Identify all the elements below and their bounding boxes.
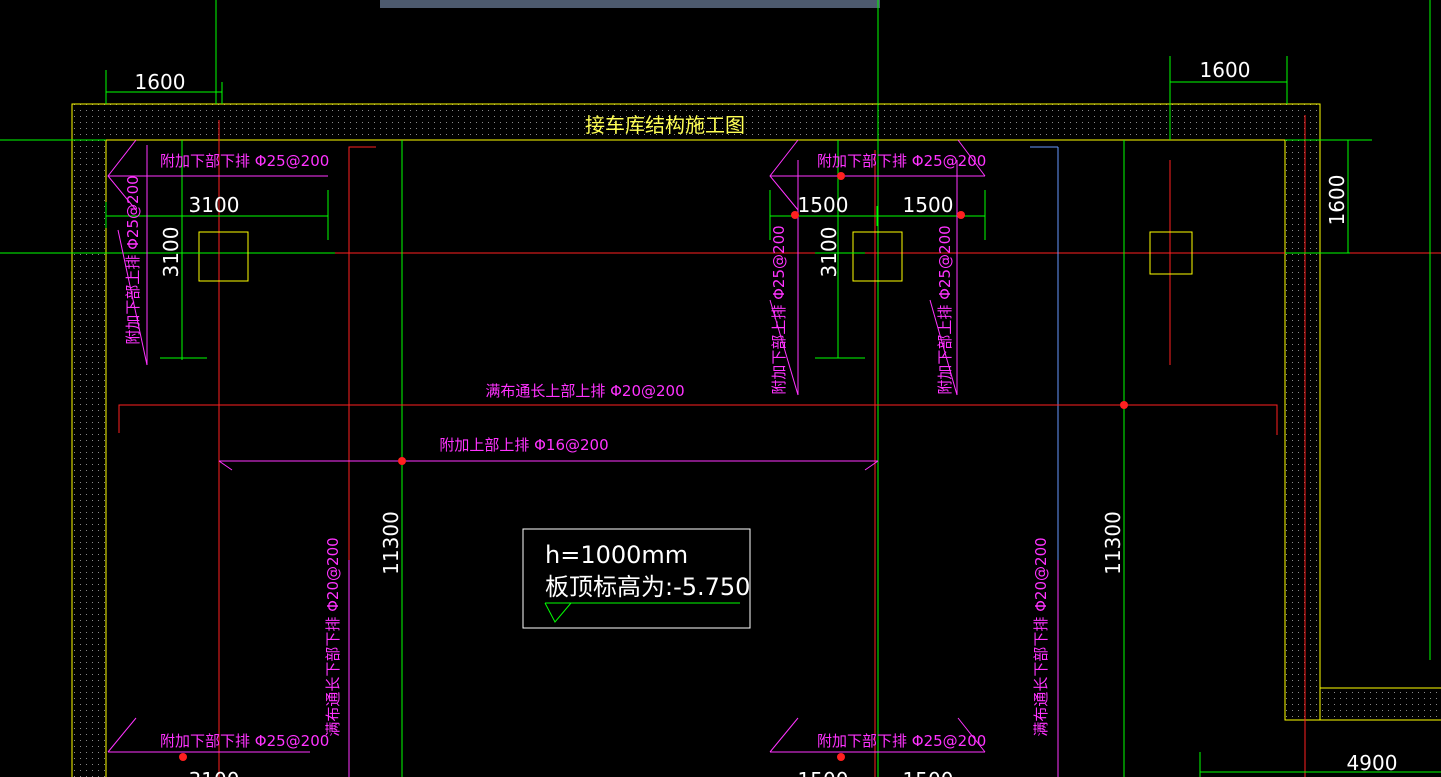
marker-dot bbox=[1120, 401, 1128, 409]
label-extra-bottom-top-mid: 附加下部下排 Φ25@200 bbox=[817, 152, 986, 170]
slab-elevation-text: 板顶标高为:-5.750 bbox=[545, 573, 750, 601]
label-extra-upper-vertical-left: 附加下部上排 Φ25@200 bbox=[124, 175, 142, 344]
label-extra-bottom-top-left: 附加下部下排 Φ25@200 bbox=[160, 152, 329, 170]
dimension-labels: 1600 1600 1600 3100 3100 3100 1500 1500 … bbox=[135, 58, 1398, 777]
marker-dot bbox=[791, 211, 799, 219]
dimension-lines bbox=[105, 56, 1441, 777]
label-extra-upper-vertical-mid1: 附加下部上排 Φ25@200 bbox=[770, 225, 788, 394]
marker-dot bbox=[837, 172, 845, 180]
dim-3100-vertical-mid: 3100 bbox=[817, 227, 841, 278]
drawing-title: 接车库结构施工图 bbox=[585, 113, 745, 137]
marker-dot bbox=[398, 457, 406, 465]
elevation-symbol bbox=[544, 602, 740, 623]
columns bbox=[198, 231, 1193, 282]
dim-1600-top-left: 1600 bbox=[135, 70, 186, 94]
label-extra-upper-vertical-mid2: 附加下部上排 Φ25@200 bbox=[936, 225, 954, 394]
dim-4900: 4900 bbox=[1347, 751, 1398, 775]
slab-border-hatch bbox=[71, 103, 1441, 777]
dim-1600-vertical-right: 1600 bbox=[1325, 175, 1349, 226]
slab-thickness-text: h=1000mm bbox=[545, 541, 688, 569]
dim-1500-left: 1500 bbox=[798, 193, 849, 217]
dim-1500-bottom-left: 1500 bbox=[798, 768, 849, 777]
marker-dot bbox=[957, 211, 965, 219]
marker-dot bbox=[837, 753, 845, 761]
dim-3100-bottom: 3100 bbox=[189, 768, 240, 777]
dim-3100-horizontal: 3100 bbox=[189, 193, 240, 217]
label-full-long-top-upper: 满布通长上部上排 Φ20@200 bbox=[485, 382, 684, 400]
label-extra-bottom-bottom-left: 附加下部下排 Φ25@200 bbox=[160, 732, 329, 750]
rebar-markers bbox=[179, 172, 1128, 761]
dim-11300-right: 11300 bbox=[1101, 511, 1125, 575]
dim-3100-vertical-left: 3100 bbox=[159, 227, 183, 278]
marker-dot bbox=[179, 753, 187, 761]
label-extra-bottom-bottom-mid: 附加下部下排 Φ25@200 bbox=[817, 732, 986, 750]
rebar-labels: 附加下部下排 Φ25@200 附加下部下排 Φ25@200 附加下部下排 Φ25… bbox=[124, 152, 1050, 750]
dim-1500-bottom-right: 1500 bbox=[903, 768, 954, 777]
dim-1500-right: 1500 bbox=[903, 193, 954, 217]
label-full-long-bottom-lower-left: 满布通长下部下排 Φ20@200 bbox=[324, 537, 342, 736]
label-full-long-bottom-lower-right: 满布通长下部下排 Φ20@200 bbox=[1032, 537, 1050, 736]
slab-note-box: h=1000mm 板顶标高为:-5.750 bbox=[522, 528, 751, 629]
dim-1600-top-right: 1600 bbox=[1200, 58, 1251, 82]
label-extra-top-upper: 附加上部上排 Φ16@200 bbox=[439, 436, 608, 454]
toolbar-strip bbox=[380, 0, 880, 8]
dim-11300-left: 11300 bbox=[379, 511, 403, 575]
rebar-long-red bbox=[118, 404, 1278, 435]
rebar-lines bbox=[107, 139, 1059, 777]
